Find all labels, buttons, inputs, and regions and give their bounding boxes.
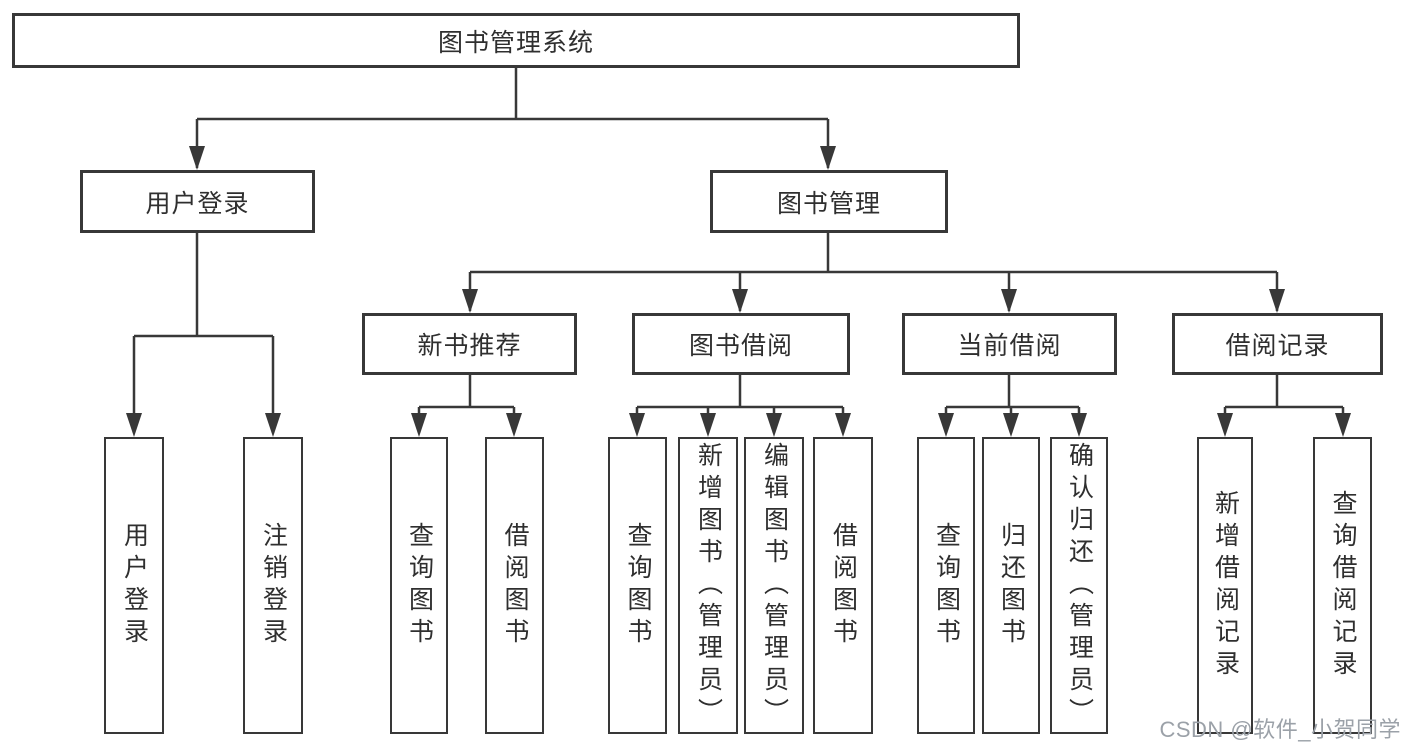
arrowhead [700,413,716,437]
arrowhead [1001,289,1017,313]
leaf-borrow-edit-book: 编辑图书（管理员） [744,437,804,734]
leaf-logout-label: 注销登录 [259,521,288,650]
leaf-borrow-edit-book-label: 编辑图书（管理员） [760,441,789,730]
arrowhead [629,413,645,437]
leaf-record-add-label: 新增借阅记录 [1211,489,1240,682]
leaf-borrow-add-book-label: 新增图书（管理员） [694,441,723,730]
leaf-recommend-query-book-label: 查询图书 [405,521,434,650]
leaf-borrow-add-book: 新增图书（管理员） [678,437,738,734]
leaf-record-query-label: 查询借阅记录 [1329,489,1357,682]
leaf-current-confirm-return-label: 确认归还（管理员） [1065,441,1094,730]
node-user-login-label: 用户登录 [145,189,250,218]
arrowhead [1335,413,1351,437]
leaf-recommend-borrow-book-label: 借阅图书 [501,521,529,650]
arrowhead [732,289,748,313]
leaf-user-login: 用户登录 [104,437,164,734]
node-book-management-label: 图书管理 [776,189,881,218]
arrowhead [1217,413,1233,437]
leaf-record-add: 新增借阅记录 [1197,437,1253,734]
arrowhead [766,413,782,437]
leaf-current-query-book: 查询图书 [917,437,975,734]
leaf-current-confirm-return: 确认归还（管理员） [1050,437,1108,734]
node-user-login: 用户登录 [80,170,315,233]
leaf-borrow-borrow-book-label: 借阅图书 [829,521,858,650]
leaf-user-login-label: 用户登录 [120,521,149,650]
arrowhead [506,413,522,437]
arrowheads [126,146,1351,437]
leaf-borrow-query-book-label: 查询图书 [624,521,652,650]
node-current-borrow: 当前借阅 [902,313,1117,375]
leaf-recommend-borrow-book: 借阅图书 [485,437,544,734]
csdn-watermark: CSDN @软件_小贺同学 [1159,717,1401,742]
leaf-current-return-book-label: 归还图书 [997,521,1026,650]
arrowhead [938,413,954,437]
arrowhead [265,413,281,437]
node-new-book-recommend-label: 新书推荐 [417,332,522,360]
leaf-recommend-query-book: 查询图书 [390,437,448,734]
node-book-borrow-label: 图书借阅 [688,332,793,360]
arrowhead [1003,413,1019,437]
arrowhead [189,146,205,170]
connector-lines [132,68,1345,433]
node-current-borrow-label: 当前借阅 [957,332,1062,360]
node-root: 图书管理系统 [12,13,1020,68]
arrowhead [411,413,427,437]
arrowhead [462,289,478,313]
node-new-book-recommend: 新书推荐 [362,313,577,375]
node-root-label: 图书管理系统 [437,28,594,57]
arrowhead [835,413,851,437]
arrowhead [820,146,836,170]
node-book-management: 图书管理 [710,170,948,233]
node-borrow-record-label: 借阅记录 [1225,332,1330,360]
node-book-borrow: 图书借阅 [632,313,850,375]
leaf-borrow-borrow-book: 借阅图书 [813,437,873,734]
leaf-current-return-book: 归还图书 [982,437,1040,734]
arrowhead [1269,289,1285,313]
arrowhead [126,413,142,437]
arrowhead [1071,413,1087,437]
leaf-borrow-query-book: 查询图书 [608,437,667,734]
leaf-current-query-book-label: 查询图书 [932,521,961,650]
node-borrow-record: 借阅记录 [1172,313,1383,375]
leaf-record-query: 查询借阅记录 [1313,437,1372,734]
leaf-logout: 注销登录 [243,437,303,734]
